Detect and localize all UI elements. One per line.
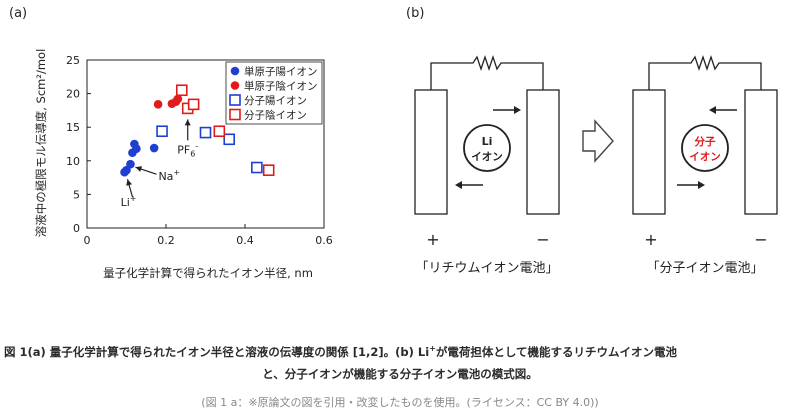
molecular-ion-circle xyxy=(681,124,729,172)
y-tick-label: 25 xyxy=(66,54,80,67)
figure-caption-line-2: と、分子イオンが機能する分子イオン電池の模式図。 xyxy=(262,367,538,381)
legend-marker xyxy=(229,108,241,121)
y-axis-label: 溶液中の極限モル伝導度, Scm²/mol xyxy=(34,49,48,238)
annotation-arrow-head xyxy=(135,166,143,172)
plus-sign: + xyxy=(426,230,439,249)
legend-marker xyxy=(230,81,240,90)
figure-caption-line-1: 図 1(a) 量子化学計算で得られたイオン半径と溶液の伝導度の関係 [1,2]。… xyxy=(0,344,800,360)
data-point xyxy=(187,98,200,111)
data-point xyxy=(262,164,275,177)
figure: (a) (b) 0 0.2 0.4 0.6 0 5 10 15 20 25 PF6- Na+ Li+ … xyxy=(9,6,778,280)
circuit-wire xyxy=(430,54,544,90)
data-point xyxy=(132,144,141,154)
data-point xyxy=(199,126,212,139)
legend-marker xyxy=(230,66,240,76)
chart-axes xyxy=(86,59,325,229)
data-point xyxy=(156,125,168,138)
lithium-battery: Li イオン + − 「リチウムイオン電池」 xyxy=(414,54,560,276)
x-tick-label: 0.4 xyxy=(236,234,254,247)
annotation-arrow-head xyxy=(184,119,191,126)
transition-arrow-icon xyxy=(582,119,614,163)
conductivity-chart: 0 0.2 0.4 0.6 0 5 10 15 20 25 PF6- Na+ Li+ 単原子陽イオン単… xyxy=(34,49,333,280)
data-point xyxy=(223,133,235,146)
x-axis-label: 量子化学計算で得られたイオン半径, nm xyxy=(103,266,313,280)
arrow-left-head xyxy=(455,181,462,189)
chart-ticks: 0 0.2 0.4 0.6 0 5 10 15 20 25 xyxy=(66,54,333,247)
arrow-left-head xyxy=(709,106,716,114)
y-tick-label: 15 xyxy=(66,121,80,134)
data-point xyxy=(173,94,183,104)
li-ion-label-2: イオン xyxy=(471,151,503,163)
left-electrode xyxy=(414,89,448,215)
right-electrode xyxy=(744,89,778,215)
molecular-ion-label-2: イオン xyxy=(689,151,721,163)
y-tick-label: 5 xyxy=(73,188,80,201)
x-tick-label: 0 xyxy=(84,234,91,247)
panel-b-label: (b) xyxy=(406,6,425,21)
minus-sign: − xyxy=(536,230,549,249)
li-ion-label-1: Li xyxy=(482,135,493,148)
y-tick-label: 0 xyxy=(73,222,80,235)
plot-frame xyxy=(86,59,325,229)
annotation-label: Li+ xyxy=(121,194,137,209)
arrow-right-head xyxy=(698,181,705,189)
annotation-label: PF6- xyxy=(177,141,198,158)
data-point xyxy=(153,100,163,109)
legend-label: 分子陽イオン xyxy=(244,95,307,107)
annotation-arrow-head xyxy=(126,179,133,186)
legend-label: 単原子陰イオン xyxy=(244,80,318,93)
chart-points xyxy=(120,84,275,177)
plus-sign: + xyxy=(644,230,657,249)
annotation-label: Na+ xyxy=(158,168,180,183)
panel-a-label: (a) xyxy=(9,6,28,21)
molecular-battery-caption: 「分子イオン電池」 xyxy=(646,261,763,276)
legend-label: 分子陰イオン xyxy=(244,109,307,122)
minus-sign: − xyxy=(754,230,767,249)
battery-diagram: Li イオン + − 「リチウムイオン電池」 分子 イオン + − 「分子イオン… xyxy=(414,54,778,276)
y-tick-label: 20 xyxy=(66,88,80,101)
circuit-wire xyxy=(648,54,762,90)
legend-marker xyxy=(229,94,241,106)
data-point xyxy=(251,161,263,174)
data-point xyxy=(213,125,226,138)
chart-annotations: PF6- Na+ Li+ xyxy=(121,119,198,209)
caption-text: 図 1(a) 量子化学計算で得られたイオン半径と溶液の伝導度の関係 [1,2]。… xyxy=(4,345,430,359)
molecular-battery: 分子 イオン + − 「分子イオン電池」 xyxy=(632,54,778,276)
molecular-ion-label-1: 分子 xyxy=(695,135,716,148)
right-electrode xyxy=(526,89,560,215)
data-point xyxy=(126,159,135,169)
x-tick-label: 0.2 xyxy=(157,234,175,247)
figure-source-note: (図 1 a：※原論文の図を引用・改変したものを使用。(ライセンス：CC BY … xyxy=(201,396,599,409)
li-ion-circle xyxy=(463,124,511,172)
legend-label: 単原子陽イオン xyxy=(244,65,318,78)
lithium-battery-caption: 「リチウムイオン電池」 xyxy=(415,261,558,276)
caption-superscript: + xyxy=(429,344,436,354)
legend-box xyxy=(225,61,323,125)
x-tick-label: 0.6 xyxy=(315,234,333,247)
caption-text: が電荷担体として機能するリチウムイオン電池 xyxy=(435,345,678,359)
arrow-right-head xyxy=(514,106,521,114)
data-point xyxy=(149,143,159,153)
left-electrode xyxy=(632,89,666,215)
y-tick-label: 10 xyxy=(66,155,80,168)
data-point xyxy=(176,84,188,97)
